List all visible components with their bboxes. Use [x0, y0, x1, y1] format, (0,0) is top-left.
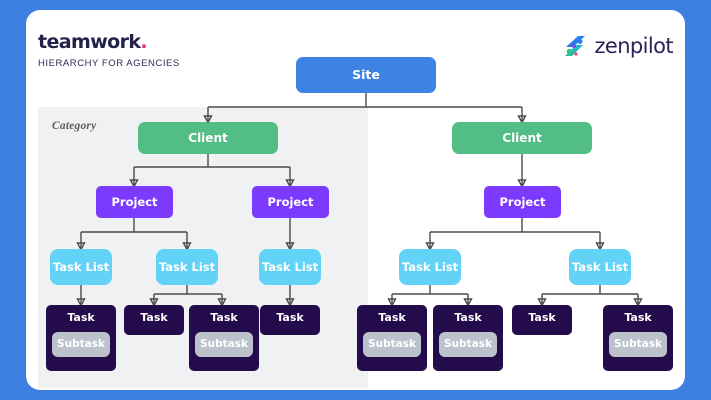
- node-tasklist-left-3-label: Task List: [261, 259, 319, 274]
- node-tasklist-right-2[interactable]: Task List: [569, 249, 631, 285]
- node-tasklist-left-3[interactable]: Task List: [259, 249, 321, 285]
- node-project-left-2-label: Project: [267, 194, 314, 209]
- node-task-right-2[interactable]: Task Subtask: [433, 305, 503, 371]
- node-task-left-3-label: Task: [210, 311, 238, 324]
- node-tasklist-right-1[interactable]: Task List: [399, 249, 461, 285]
- node-client-left[interactable]: Client: [138, 122, 278, 154]
- node-site[interactable]: Site: [296, 57, 436, 93]
- header-subtitle: HIERARCHY FOR AGENCIES: [38, 58, 180, 69]
- node-subtask-right-4[interactable]: Subtask: [609, 332, 667, 357]
- node-task-left-3[interactable]: Task Subtask: [189, 305, 259, 371]
- node-tasklist-left-2[interactable]: Task List: [156, 249, 218, 285]
- node-subtask-right-2[interactable]: Subtask: [439, 332, 497, 357]
- node-task-left-4[interactable]: Task: [260, 305, 320, 335]
- node-subtask-right-1-label: Subtask: [368, 337, 416, 350]
- hierarchy-card: teamwork. HIERARCHY FOR AGENCIES: [26, 10, 685, 390]
- node-tasklist-right-2-label: Task List: [571, 259, 629, 274]
- node-subtask-left-1-label: Subtask: [57, 337, 105, 350]
- node-client-right[interactable]: Client: [452, 122, 592, 154]
- node-tasklist-left-1[interactable]: Task List: [50, 249, 112, 285]
- zenpilot-wordmark: zenpilot: [594, 33, 673, 58]
- node-tasklist-left-2-label: Task List: [158, 259, 216, 274]
- node-task-right-3-label: Task: [528, 311, 556, 324]
- node-subtask-right-2-label: Subtask: [444, 337, 492, 350]
- zenpilot-logo: zenpilot: [563, 33, 674, 58]
- teamwork-dot-icon: .: [140, 31, 148, 53]
- node-project-left-1-label: Project: [111, 194, 158, 209]
- node-task-left-1[interactable]: Task Subtask: [46, 305, 116, 371]
- node-task-right-4-label: Task: [624, 311, 652, 324]
- node-site-label: Site: [352, 67, 380, 83]
- node-project-right-1[interactable]: Project: [484, 186, 561, 218]
- node-task-left-1-label: Task: [67, 311, 95, 324]
- node-subtask-left-3-label: Subtask: [200, 337, 248, 350]
- node-project-right-1-label: Project: [499, 194, 546, 209]
- node-task-right-2-label: Task: [454, 311, 482, 324]
- node-subtask-left-3[interactable]: Subtask: [195, 332, 253, 357]
- node-subtask-left-1[interactable]: Subtask: [52, 332, 110, 357]
- teamwork-wordmark-text: teamwork: [38, 31, 141, 53]
- category-label: Category: [52, 120, 97, 132]
- node-task-right-1[interactable]: Task Subtask: [357, 305, 427, 371]
- node-task-left-2[interactable]: Task: [124, 305, 184, 335]
- node-project-left-2[interactable]: Project: [252, 186, 329, 218]
- node-task-left-2-label: Task: [140, 311, 168, 324]
- node-client-right-label: Client: [502, 130, 542, 145]
- node-client-left-label: Client: [188, 130, 228, 145]
- node-tasklist-left-1-label: Task List: [52, 259, 110, 274]
- node-tasklist-right-1-label: Task List: [401, 259, 459, 274]
- node-project-left-1[interactable]: Project: [96, 186, 173, 218]
- node-subtask-right-4-label: Subtask: [614, 337, 662, 350]
- teamwork-wordmark: teamwork.: [38, 33, 298, 52]
- zenpilot-logo-mark-icon: [565, 36, 586, 56]
- teamwork-logo: teamwork. HIERARCHY FOR AGENCIES: [38, 33, 298, 70]
- node-task-right-1-label: Task: [378, 311, 406, 324]
- node-task-left-4-label: Task: [276, 311, 304, 324]
- node-task-right-3[interactable]: Task: [512, 305, 572, 335]
- node-subtask-right-1[interactable]: Subtask: [363, 332, 421, 357]
- node-task-right-4[interactable]: Task Subtask: [603, 305, 673, 371]
